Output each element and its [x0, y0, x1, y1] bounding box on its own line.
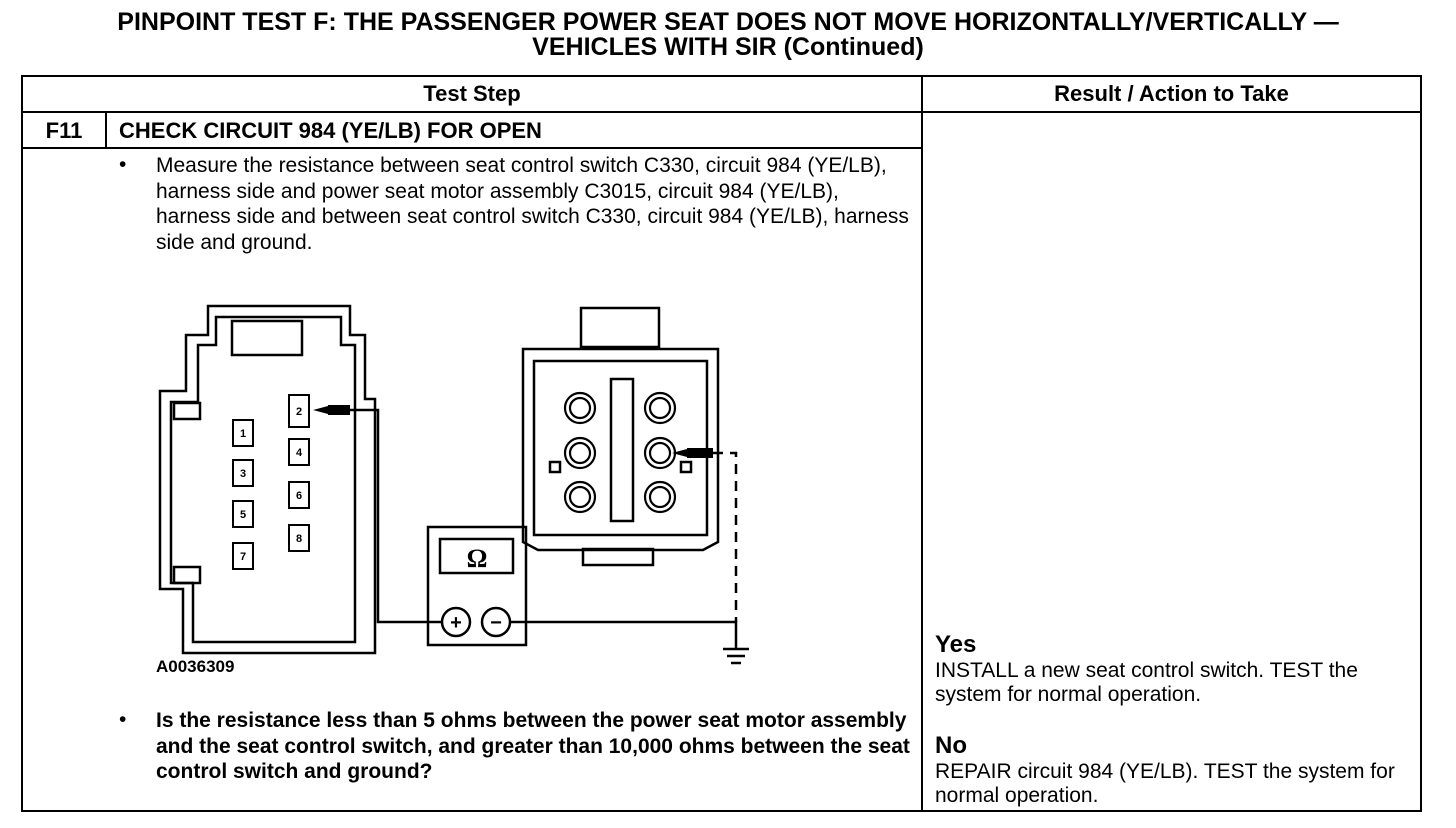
- minus-terminal: [480, 606, 512, 638]
- side-tab-lower: [172, 565, 202, 585]
- motor-connector-latch: [579, 306, 661, 349]
- step-id-divider: [105, 111, 107, 149]
- pin-3-label: 3: [240, 468, 246, 480]
- pin-7-box: [232, 542, 254, 570]
- pin-7-label: 7: [240, 551, 246, 563]
- switch-latch: [230, 319, 304, 357]
- lead-positive: [350, 408, 441, 624]
- figure-id: A0036309: [156, 657, 235, 676]
- minus-label: −: [490, 612, 502, 634]
- ground-symbol: [723, 632, 749, 665]
- switch-connector-outer: [158, 304, 377, 655]
- motor-side-tab-right: [679, 460, 693, 474]
- title-line-1: PINPOINT TEST F: THE PASSENGER POWER SEA…: [117, 8, 1339, 36]
- pin-5-box: [232, 500, 254, 528]
- result-no-text: REPAIR circuit 984 (YE/LB). TEST the sys…: [935, 760, 1395, 807]
- pin-6-box: [288, 481, 310, 509]
- title-line-2: VEHICLES WITH SIR (Continued): [532, 33, 924, 61]
- ohmmeter: [426, 525, 528, 647]
- step-title-divider: [23, 147, 921, 149]
- motor-center-rib: [609, 377, 635, 523]
- page-title: PINPOINT TEST F: THE PASSENGER POWER SEA…: [0, 10, 1456, 60]
- connector-diagram: 1 2 3 4 5 6 7 8: [158, 304, 749, 665]
- header-divider: [23, 111, 1420, 113]
- result-no-label: No: [935, 732, 967, 759]
- pin-3-box: [232, 459, 254, 487]
- lead-negative: [509, 620, 738, 632]
- pin-1-label: 1: [240, 428, 246, 440]
- pin-1-box: [232, 419, 254, 447]
- step-title: CHECK CIRCUIT 984 (YE/LB) FOR OPEN: [119, 118, 542, 143]
- pinpoint-table: Test Step Result / Action to Take F11 CH…: [21, 75, 1422, 812]
- step-id: F11: [45, 118, 83, 143]
- pin-6-label: 6: [296, 490, 302, 502]
- bullet-1: •: [119, 153, 127, 176]
- result-yes-text: INSTALL a new seat control switch. TEST …: [935, 659, 1358, 706]
- probe-right: [672, 448, 713, 458]
- pin-2-label: 2: [296, 406, 302, 418]
- pin-2-box: [288, 394, 310, 428]
- motor-connector-outer: [521, 347, 720, 552]
- pin-4-label: 4: [296, 447, 303, 459]
- pin-4-box: [288, 438, 310, 466]
- probe-left: [313, 405, 350, 415]
- ohm-symbol: Ω: [467, 544, 488, 573]
- side-tab: [172, 401, 202, 421]
- bullet-2: •: [119, 708, 127, 731]
- pin-8-box: [288, 524, 310, 552]
- plus-terminal: [440, 606, 472, 638]
- motor-connector-inner: [532, 359, 709, 537]
- pin-5-label: 5: [240, 509, 246, 521]
- result-yes-label: Yes: [935, 631, 977, 658]
- question-text: Is the resistance less than 5 ohms betwe…: [156, 709, 910, 783]
- pin-8-label: 8: [296, 533, 302, 545]
- motor-side-tab-left: [548, 460, 562, 474]
- header-result-action: Result / Action to Take: [1054, 81, 1289, 106]
- instruction-text: Measure the resistance between seat cont…: [156, 154, 909, 254]
- header-test-step: Test Step: [423, 81, 521, 106]
- switch-connector-inner: [169, 315, 357, 644]
- lead-dashed: [713, 451, 738, 622]
- column-divider: [921, 77, 923, 810]
- plus-label: +: [450, 612, 462, 634]
- motor-connector-bottom: [581, 547, 655, 567]
